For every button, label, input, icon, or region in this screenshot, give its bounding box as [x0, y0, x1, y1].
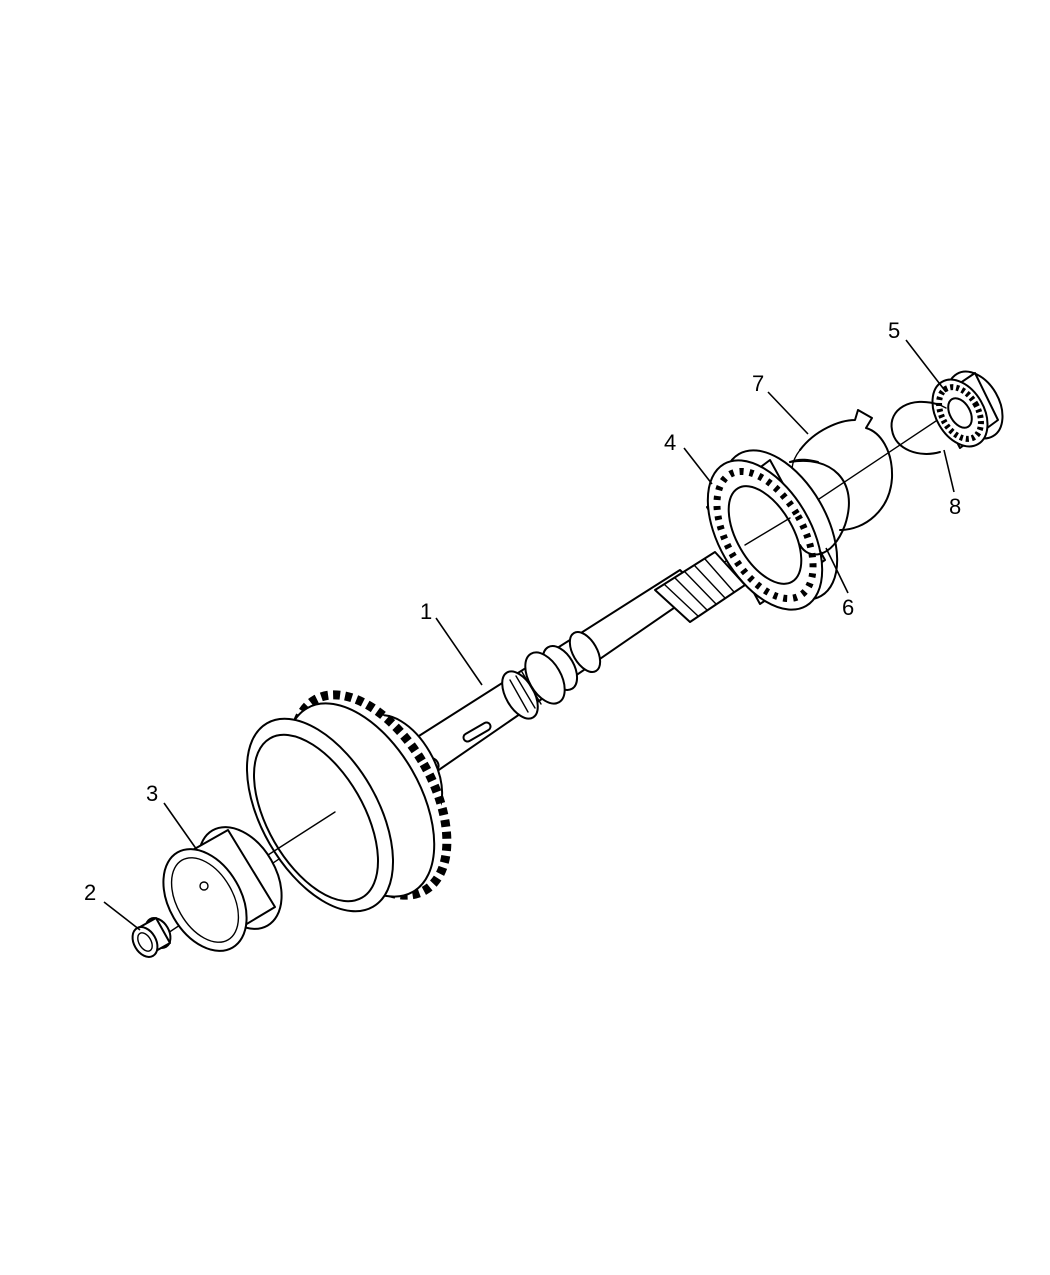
callout-4: 4 — [664, 430, 676, 455]
bearing-rollers — [713, 467, 817, 603]
part-8-split-ring — [890, 400, 947, 455]
leader-7 — [767, 391, 809, 435]
leader-3 — [163, 802, 198, 851]
part-6-snap-ring — [789, 458, 850, 556]
leader-8 — [943, 449, 955, 493]
callout-8: 8 — [949, 494, 961, 519]
part-7-retaining-clip — [791, 409, 894, 531]
part-5-needle-bearing — [931, 370, 1004, 449]
part-3-sleeve — [162, 826, 283, 952]
part-1-output-shaft — [245, 551, 746, 913]
part-2-bushing — [131, 917, 172, 958]
leader-4 — [683, 447, 713, 485]
callout-5: 5 — [888, 318, 900, 343]
leader-1 — [435, 617, 483, 686]
leader-2 — [103, 901, 141, 931]
callout-2: 2 — [84, 880, 96, 905]
callout-3: 3 — [146, 781, 158, 806]
callout-6: 6 — [842, 595, 854, 620]
callout-1: 1 — [420, 599, 432, 624]
part-4-roller-bearing — [706, 449, 839, 611]
leader-5 — [905, 339, 947, 393]
callout-7: 7 — [752, 371, 764, 396]
leader-6 — [825, 547, 849, 594]
